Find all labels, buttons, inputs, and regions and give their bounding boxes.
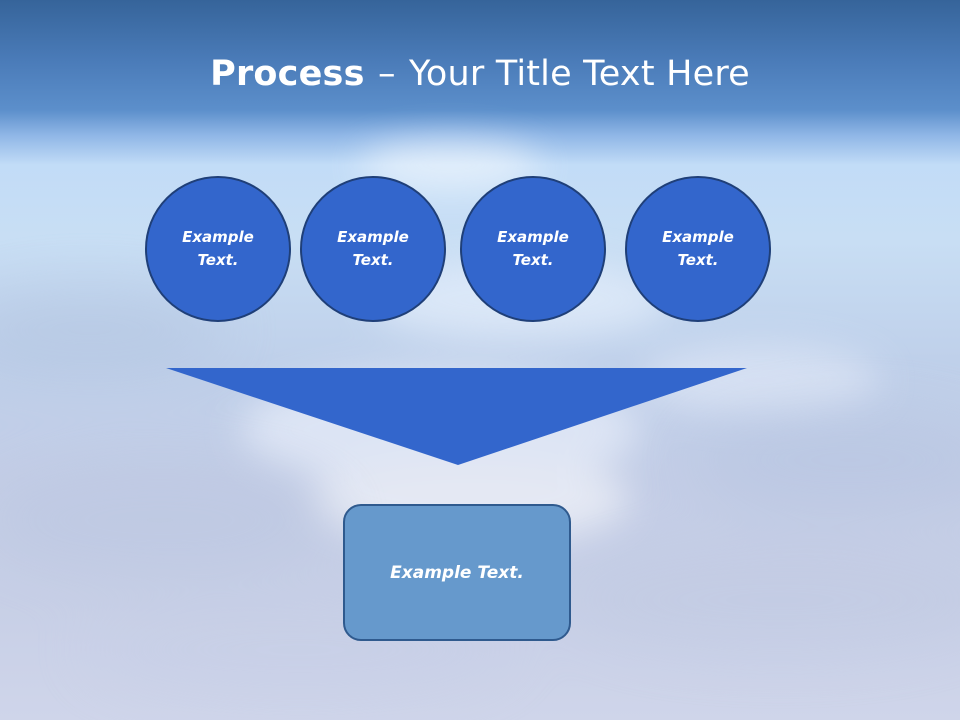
process-step-1: Example Text. <box>145 176 291 322</box>
slide-title: Process – Your Title Text Here <box>0 50 960 98</box>
process-step-2: Example Text. <box>300 176 446 322</box>
process-step-1-line2: Text. <box>197 251 239 269</box>
title-separator: – <box>377 54 396 94</box>
process-step-1-line1: Example <box>182 228 254 246</box>
process-step-2-line2: Text. <box>352 251 394 269</box>
title-text: Your Title Text Here <box>408 54 750 94</box>
title-bold-part: Process <box>210 54 365 94</box>
result-label: Example Text. <box>390 562 524 583</box>
funnel-triangle <box>166 368 747 465</box>
process-step-3-line2: Text. <box>512 251 554 269</box>
process-step-4-line2: Text. <box>677 251 719 269</box>
result-box: Example Text. <box>343 504 571 641</box>
process-step-4: Example Text. <box>625 176 771 322</box>
process-step-2-line1: Example <box>337 228 409 246</box>
process-step-4-line1: Example <box>662 228 734 246</box>
process-step-3-line1: Example <box>497 228 569 246</box>
process-step-3: Example Text. <box>460 176 606 322</box>
